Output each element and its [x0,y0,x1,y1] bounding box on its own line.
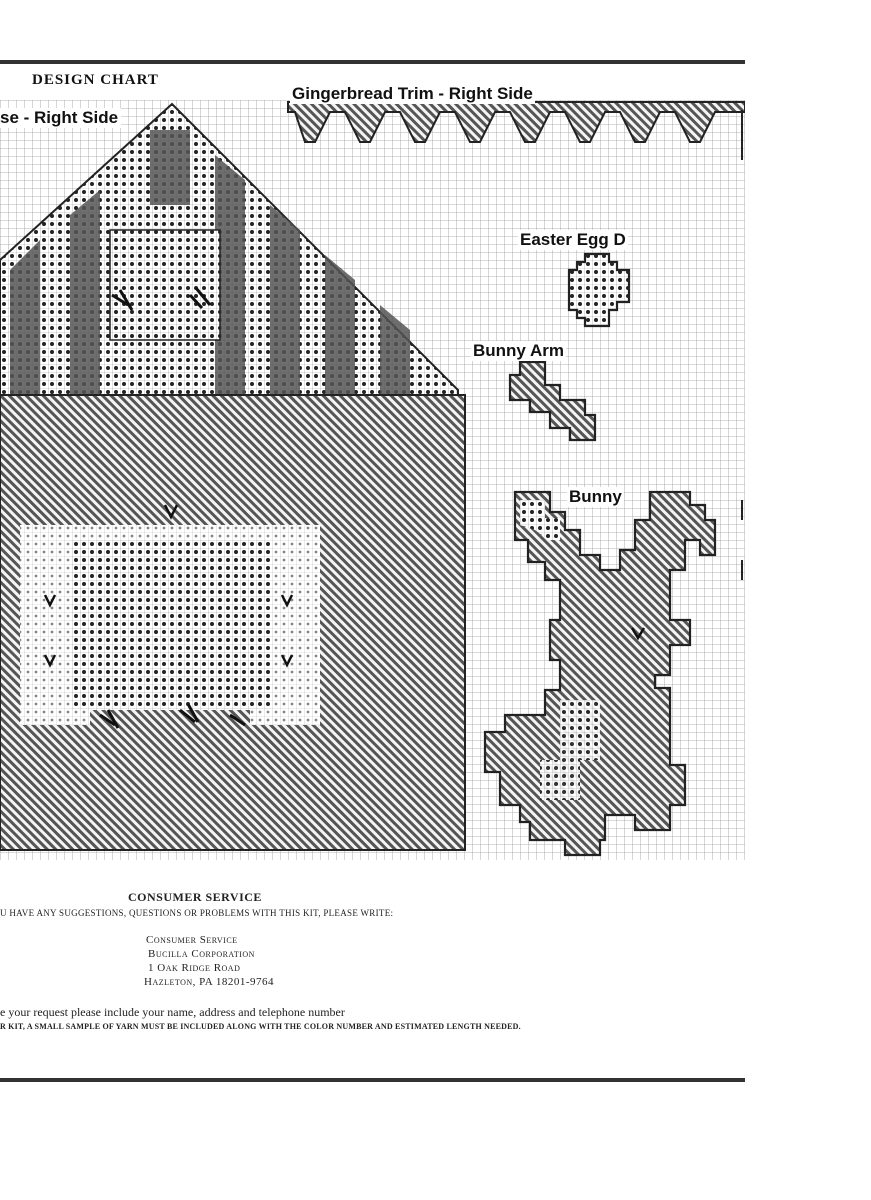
consumer-service-intro: U HAVE ANY SUGGESTIONS, QUESTIONS OR PRO… [0,908,394,918]
bunny-ear-inner [520,500,560,540]
request-note: e your request please include your name,… [0,1005,345,1019]
roof-stripes [10,130,410,400]
design-chart-heading: DESIGN CHART [32,72,159,88]
stitch-chart [0,100,745,860]
yarn-sample-note: R KIT, A SMALL SAMPLE OF YARN MUST BE IN… [0,1022,521,1031]
address-line-4: Hazleton, PA 18201-9764 [144,976,275,988]
address-line-2: Bucilla Corporation [148,948,255,960]
door-flower-marks [99,703,246,729]
roof-flowers [111,287,212,311]
trim-label: Gingerbread Trim - Right Side [290,84,535,104]
address-line-1: Consumer Service [146,934,238,946]
gingerbread-trim [287,101,745,143]
address-line-3: 1 Oak Ridge Road [148,962,241,974]
house-door-center [70,540,270,710]
bunny-tail [540,700,600,800]
door-heart-marks [43,504,294,668]
house-label: se - Right Side [0,108,122,128]
roof-window [109,229,221,341]
house-door-base [90,710,250,780]
consumer-service-heading: CONSUMER SERVICE [128,890,262,904]
bottom-rule [0,1078,745,1082]
egg-label: Easter Egg D [518,230,628,250]
bunny-arm [508,360,597,442]
top-rule [0,60,745,64]
bunny-eye [630,627,646,641]
bunny-label: Bunny [567,487,624,507]
easter-egg-d [567,252,631,328]
bunny-arm-label: Bunny Arm [471,341,566,361]
